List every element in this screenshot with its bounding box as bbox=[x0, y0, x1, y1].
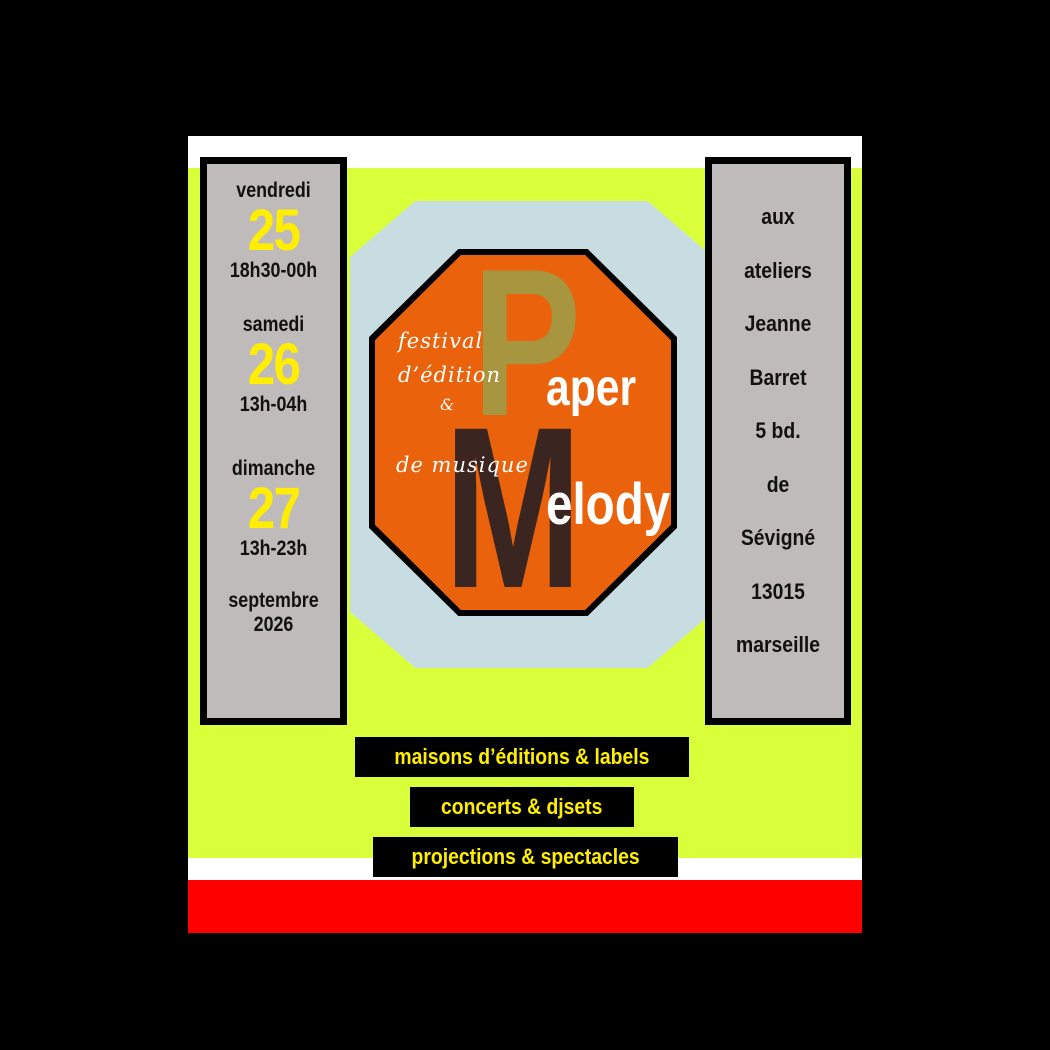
day-hours: 18h30-00h bbox=[229, 259, 318, 282]
day-date: 27 bbox=[247, 476, 301, 541]
logo-big-p: P bbox=[472, 225, 582, 460]
address-line: aux bbox=[761, 204, 795, 229]
address-line: Barret bbox=[749, 364, 807, 390]
address-line: de bbox=[766, 471, 790, 497]
tag-publishers: maisons d’éditions & labels bbox=[355, 737, 689, 777]
address-line: 5 bd. bbox=[755, 418, 801, 443]
address-line: ateliers bbox=[744, 257, 812, 283]
day-label: vendredi bbox=[236, 179, 311, 202]
day-label: samedi bbox=[242, 313, 305, 336]
tag-concerts: concerts & djsets bbox=[410, 787, 634, 827]
red-footer-band bbox=[188, 880, 862, 933]
address-line: 13015 bbox=[751, 578, 805, 604]
address-panel: aux ateliers Jeanne Barret 5 bd. de Sévi… bbox=[705, 157, 851, 725]
address-line: Jeanne bbox=[744, 311, 812, 336]
logo-text-festival: festival bbox=[398, 329, 484, 353]
day-hours: 13h-04h bbox=[239, 393, 308, 416]
day-date: 25 bbox=[247, 198, 301, 263]
tag-screenings: projections & spectacles bbox=[373, 837, 678, 877]
logo-big-m: M bbox=[444, 379, 582, 636]
logo-octagon bbox=[369, 249, 677, 616]
address-line: Sévigné bbox=[740, 525, 816, 550]
logo-octagon-fill bbox=[375, 255, 671, 610]
day-date: 26 bbox=[247, 332, 301, 397]
schedule-panel: vendredi 25 18h30-00h samedi 26 13h-04h … bbox=[200, 157, 347, 725]
day-hours: 13h-23h bbox=[239, 537, 308, 560]
logo-ampersand: & bbox=[440, 395, 456, 414]
logo-text-edition: d’édition bbox=[398, 363, 502, 387]
logo-text-musique: de musique bbox=[396, 453, 529, 477]
month-label: septembre bbox=[228, 589, 319, 612]
day-label: dimanche bbox=[231, 457, 316, 480]
logo-word-elody: elody bbox=[546, 472, 671, 537]
year-label: 2026 bbox=[253, 613, 294, 636]
festival-poster: vendredi 25 18h30-00h samedi 26 13h-04h … bbox=[188, 136, 862, 933]
address-line: marseille bbox=[736, 632, 820, 657]
logo-word-aper: aper bbox=[546, 359, 637, 417]
